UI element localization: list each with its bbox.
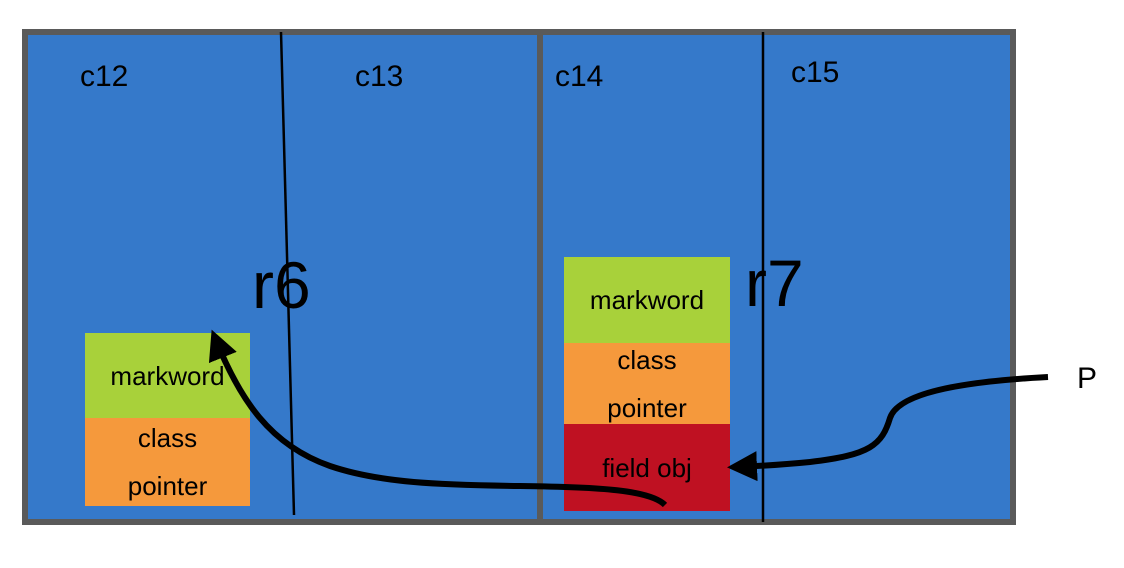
card-divider-c12-c13	[279, 31, 296, 516]
object-b-class-pointer-label: class pointer	[607, 344, 687, 423]
object-b-markword-label: markword	[589, 285, 705, 315]
object-b-field-obj-label: field obj	[602, 452, 692, 483]
object-b-field-obj: field obj	[564, 424, 730, 511]
object-b-class-pointer: class pointer	[564, 343, 730, 424]
object-b-markword: markword	[564, 257, 730, 343]
region-label-r6: r6	[252, 248, 311, 322]
card-label-c15: c15	[791, 56, 840, 89]
arrow-field-obj-to-object-a	[208, 329, 668, 508]
object-a-class-pointer: class pointer	[85, 418, 250, 506]
arrow-p-to-field-obj	[727, 374, 1049, 482]
object-a-markword-label: markword	[110, 360, 225, 391]
card-label-c12: c12	[80, 60, 129, 93]
region-label-r7: r7	[745, 246, 804, 320]
pointer-label-p: P	[1077, 362, 1098, 395]
card-label-c13: c13	[355, 60, 404, 93]
object-a-class-pointer-label: class pointer	[127, 423, 208, 501]
card-label-c14: c14	[555, 60, 604, 93]
